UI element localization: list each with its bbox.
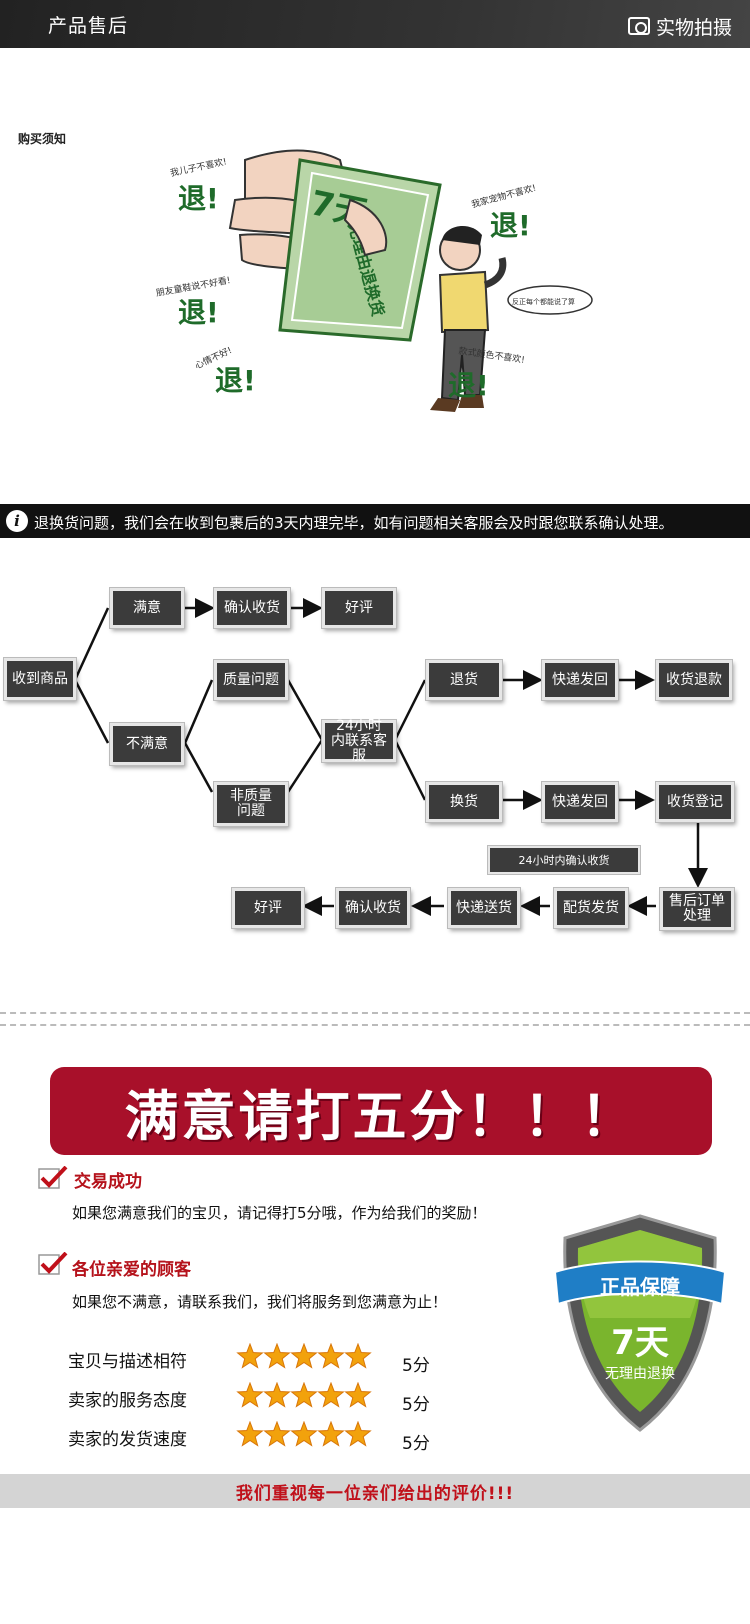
flow-connectors (73, 598, 708, 916)
checkbox-checked-icon (38, 1252, 68, 1275)
rating-label: 卖家的服务态度 (68, 1391, 187, 1411)
star-icon (236, 1382, 264, 1408)
section-text-success: 如果您满意我们的宝贝，请记得打5分哦，作为给我们的奖励！ (72, 1204, 487, 1222)
svg-text:退!: 退! (448, 369, 489, 402)
star-icon (263, 1382, 291, 1408)
flow-confirm-receipt: 确认收货 (214, 588, 290, 628)
star-icon (317, 1343, 345, 1369)
dashed-divider-1 (0, 1012, 750, 1014)
star-icon (236, 1421, 264, 1447)
flow-express-back-2: 快递发回 (542, 782, 618, 822)
bubble-2: 朋友童鞋说不好看! 退! (155, 274, 232, 329)
star-rating-icon (236, 1421, 372, 1447)
star-rating-icon (236, 1382, 372, 1408)
bubble-1: 我儿子不喜欢! 退! (169, 155, 228, 215)
svg-text:退!: 退! (490, 209, 531, 242)
camera-icon (628, 17, 650, 35)
rating-label: 卖家的发货速度 (68, 1430, 187, 1450)
star-rating-icon (236, 1343, 372, 1369)
flow-non-quality-issue: 非质量问题 (214, 782, 288, 826)
genuine-guarantee-shield-icon: 正品保障 7天 无理由退换 (553, 1214, 727, 1432)
flow-good-review: 好评 (322, 588, 396, 628)
flow-receive: 收到商品 (4, 658, 76, 700)
five-star-banner: 满意请打五分！！！ (50, 1067, 712, 1155)
star-icon (236, 1343, 264, 1369)
section-heading-success: 交易成功 (74, 1172, 142, 1192)
dashed-divider-2 (0, 1024, 750, 1026)
flow-ship-goods: 配货发货 (554, 888, 628, 928)
return-policy-illustration: 7天 无理由退换货 反正每个都能说了算 我儿子不喜欢! 退! 朋友童鞋说不好看!… (155, 149, 593, 412)
section-text-customers: 如果您不满意，请联系我们，我们将服务到您满意为止！ (72, 1293, 448, 1311)
bubble-3: 心情不好! 退! (193, 344, 256, 397)
star-icon (344, 1382, 372, 1408)
flow-express-deliver: 快递送货 (448, 888, 520, 928)
flow-note-24h: 24小时内确认收货 (488, 846, 640, 874)
svg-text:退!: 退! (178, 296, 219, 329)
star-icon (263, 1343, 291, 1369)
page-header: 产品售后 实物拍摄 (0, 0, 750, 48)
star-icon (290, 1421, 318, 1447)
bubble-5: 款式颜色不喜欢! 退! (448, 345, 526, 402)
banner-text: 满意请打五分！！！ (124, 1084, 638, 1148)
svg-text:我儿子不喜欢!: 我儿子不喜欢! (169, 155, 228, 179)
flow-register: 收货登记 (656, 782, 734, 822)
bottom-bar-text: 我们重视每一位亲们给出的评价!!! (235, 1483, 515, 1504)
header-title: 产品售后 (48, 15, 129, 37)
star-icon (290, 1343, 318, 1369)
flow-contact-service: 24小时内联系客服 (322, 718, 396, 763)
flow-express-back-1: 快递发回 (542, 660, 618, 700)
photo-label: 实物拍摄 (656, 17, 733, 39)
flow-quality-issue: 质量问题 (214, 660, 288, 700)
badge-ribbon-text: 正品保障 (600, 1275, 680, 1299)
rating-score: 5分 (402, 1395, 430, 1415)
star-icon (344, 1421, 372, 1447)
section-heading-customers: 各位亲爱的顾客 (72, 1260, 191, 1280)
info-icon: i (6, 510, 28, 532)
flow-satisfied: 满意 (110, 588, 184, 628)
badge-big-text: 7天 (611, 1323, 669, 1363)
star-icon (290, 1382, 318, 1408)
badge-small-text: 无理由退换 (605, 1365, 675, 1382)
thought-text: 反正每个都能说了算 (512, 297, 575, 306)
star-icon (317, 1382, 345, 1408)
svg-text:退!: 退! (178, 182, 219, 215)
info-text: 退换货问题，我们会在收到包裹后的3天内理完毕，如有问题相关客服会及时跟您联系确认… (34, 514, 674, 532)
rating-label: 宝贝与描述相符 (68, 1352, 187, 1372)
rating-score: 5分 (402, 1356, 430, 1376)
flow-confirm-receipt-2: 确认收货 (336, 888, 410, 928)
bottom-bar: 我们重视每一位亲们给出的评价!!! (0, 1474, 750, 1508)
rating-score: 5分 (402, 1434, 430, 1454)
flow-return-goods: 退货 (426, 660, 502, 700)
svg-text:退!: 退! (215, 364, 256, 397)
svg-text:我家宠物不喜欢!: 我家宠物不喜欢! (470, 182, 537, 211)
notice-label: 购买须知 (18, 132, 67, 146)
star-icon (317, 1421, 345, 1447)
star-icon (263, 1421, 291, 1447)
checkbox-checked-icon (38, 1166, 68, 1189)
flow-exchange-goods: 换货 (426, 782, 502, 822)
star-icon (344, 1343, 372, 1369)
flow-refund: 收货退款 (656, 660, 732, 700)
flow-good-review-2: 好评 (232, 888, 304, 928)
flow-unsatisfied: 不满意 (110, 723, 184, 765)
flow-after-sale-order: 售后订单处理 (660, 888, 734, 930)
info-bar: i 退换货问题，我们会在收到包裹后的3天内理完毕，如有问题相关客服会及时跟您联系… (0, 504, 750, 538)
